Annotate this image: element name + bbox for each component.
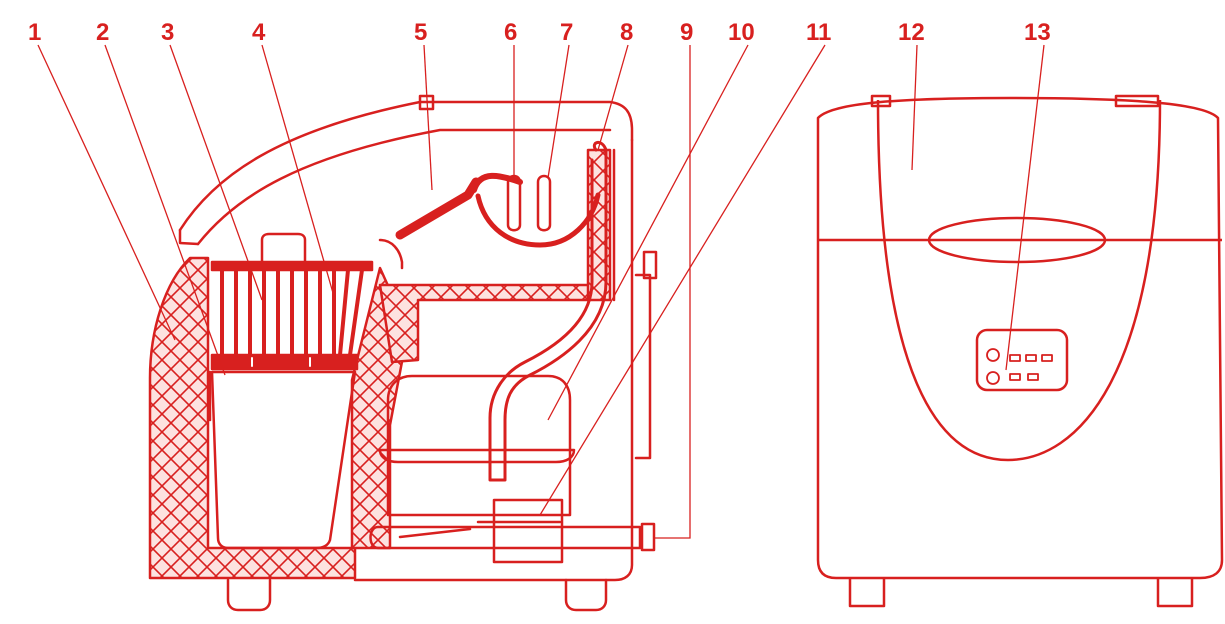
front-foot-right [1156, 578, 1194, 608]
outer-insulation-wall [148, 256, 357, 580]
ice-basket [210, 260, 374, 371]
lid-front-lip [178, 228, 200, 246]
lid [178, 100, 634, 232]
pump-body [386, 374, 572, 517]
part-label-2: 2 [96, 19, 109, 46]
front-body [816, 96, 1224, 580]
part-label-3: 3 [161, 19, 174, 46]
scoop-bar [395, 177, 481, 240]
compressor [492, 498, 564, 564]
front-foot-left [848, 578, 886, 608]
water-reservoir [210, 370, 357, 550]
control-panel [975, 328, 1069, 392]
evaporator-fingers [506, 174, 552, 232]
control-buttons [986, 348, 1053, 385]
part-label-10: 10 [728, 19, 755, 46]
leader-line-3 [169, 44, 263, 301]
leader-line-4 [261, 44, 336, 301]
leader-line-7 [547, 44, 570, 179]
part-label-1: 1 [28, 19, 41, 46]
leader-line-1 [37, 44, 176, 341]
front-lid-shield [876, 99, 1162, 462]
leader-line-8 [597, 44, 629, 151]
side-foot-right [564, 578, 608, 612]
ice-chute [378, 238, 404, 270]
drain-plug [640, 522, 656, 552]
part-label-12: 12 [898, 19, 925, 46]
part-label-5: 5 [414, 19, 427, 46]
leader-line-11 [539, 44, 826, 516]
part-label-4: 4 [252, 19, 266, 46]
drain-tube-inner [398, 527, 472, 539]
water-pipe [488, 141, 608, 482]
shelf-insulation [378, 283, 592, 364]
cutaway-side-view [148, 94, 658, 612]
outer-shell [353, 138, 634, 582]
part-label-9: 9 [680, 19, 693, 46]
basket-slats [220, 268, 364, 357]
side-latch [642, 250, 658, 280]
front-view [816, 94, 1224, 608]
part-label-8: 8 [620, 19, 633, 46]
basket-floor [210, 353, 359, 371]
front-hinge-right [1114, 94, 1160, 108]
part-label-13: 13 [1024, 19, 1051, 46]
part-label-7: 7 [560, 19, 573, 46]
leader-line-5 [423, 44, 433, 191]
pump-band [378, 448, 576, 464]
side-foot-left [226, 578, 272, 612]
front-hinge-left [870, 94, 892, 108]
leader-line-12 [911, 44, 918, 171]
lid-inner [196, 128, 612, 246]
part-label-6: 6 [504, 19, 517, 46]
side-handle [634, 273, 652, 460]
leader-line-13 [1005, 44, 1045, 371]
ice-tray [475, 192, 601, 248]
leader-line-2 [104, 44, 226, 376]
evaporator-header [471, 172, 523, 193]
leader-line-9 [654, 45, 691, 539]
leader-line-10 [547, 44, 749, 421]
ice-sensor-cap [260, 232, 307, 264]
basket-floor-gaps [251, 357, 311, 367]
part-label-11: 11 [806, 19, 831, 46]
drain-tube [369, 525, 642, 550]
leader-lines [37, 44, 1045, 539]
front-lid-handle [927, 216, 1107, 264]
